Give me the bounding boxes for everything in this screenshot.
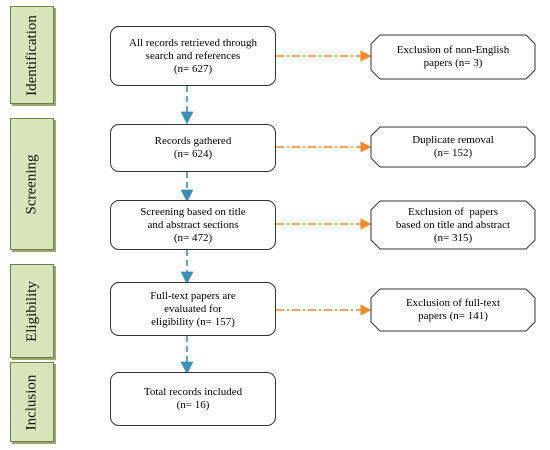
screening-line-3: (n= 472) bbox=[173, 231, 213, 244]
exclusion-title-abstract-line-3: (n= 315) bbox=[433, 231, 473, 244]
exclusion-non-english-box: Exclusion of non-English papers (n= 3) bbox=[370, 34, 536, 80]
screening-box: Screening based on title and abstract se… bbox=[110, 200, 276, 250]
records-retrieved-line-2: search and references bbox=[145, 49, 241, 62]
records-retrieved-line-3: (n= 627) bbox=[173, 62, 213, 75]
records-gathered-line-1: Records gathered bbox=[154, 135, 232, 147]
full-text-eligibility-box: Full-text papers are evaluated for eligi… bbox=[110, 282, 276, 336]
records-gathered-line-2: (n= 624) bbox=[173, 148, 213, 160]
exclusion-non-english-line-2: papers (n= 3) bbox=[423, 57, 483, 69]
exclusion-title-abstract-line-1: Exclusion of papers bbox=[407, 205, 499, 218]
phase-eligibility: Eligibility bbox=[10, 264, 54, 358]
phase-inclusion: Inclusion bbox=[10, 362, 54, 442]
exclusion-full-text-box: Exclusion of full-text papers (n= 141) bbox=[370, 288, 536, 332]
exclusion-non-english-line-1: Exclusion of non-English bbox=[396, 44, 510, 56]
exclusion-title-abstract-box: Exclusion of papers based on title and a… bbox=[370, 200, 536, 250]
phase-screening: Screening bbox=[10, 118, 54, 250]
eligibility-line-1: Full-text papers are bbox=[150, 289, 236, 302]
duplicate-removal-line-2: (n= 152) bbox=[433, 147, 473, 159]
duplicate-removal-line-1: Duplicate removal bbox=[412, 134, 494, 146]
total-included-line-1: Total records included bbox=[143, 386, 243, 398]
screening-line-1: Screening based on title bbox=[140, 205, 246, 218]
total-included-line-2: (n= 16) bbox=[176, 399, 210, 411]
exclusion-full-text-line-1: Exclusion of full-text bbox=[405, 297, 501, 309]
total-included-box: Total records included (n= 16) bbox=[110, 372, 276, 426]
exclusion-full-text-line-2: papers (n= 141) bbox=[418, 310, 488, 322]
exclusion-title-abstract-line-2: based on title and abstract bbox=[395, 218, 511, 231]
eligibility-line-3: eligibility (n= 157) bbox=[151, 315, 235, 328]
records-retrieved-box: All records retrieved through search and… bbox=[110, 26, 276, 86]
records-retrieved-line-1: All records retrieved through bbox=[129, 36, 257, 49]
records-gathered-box: Records gathered (n= 624) bbox=[110, 124, 276, 172]
eligibility-line-2: evaluated for bbox=[164, 302, 222, 315]
screening-line-2: and abstract sections bbox=[147, 218, 239, 231]
duplicate-removal-box: Duplicate removal (n= 152) bbox=[370, 126, 536, 168]
phase-identification: Identification bbox=[10, 6, 54, 104]
